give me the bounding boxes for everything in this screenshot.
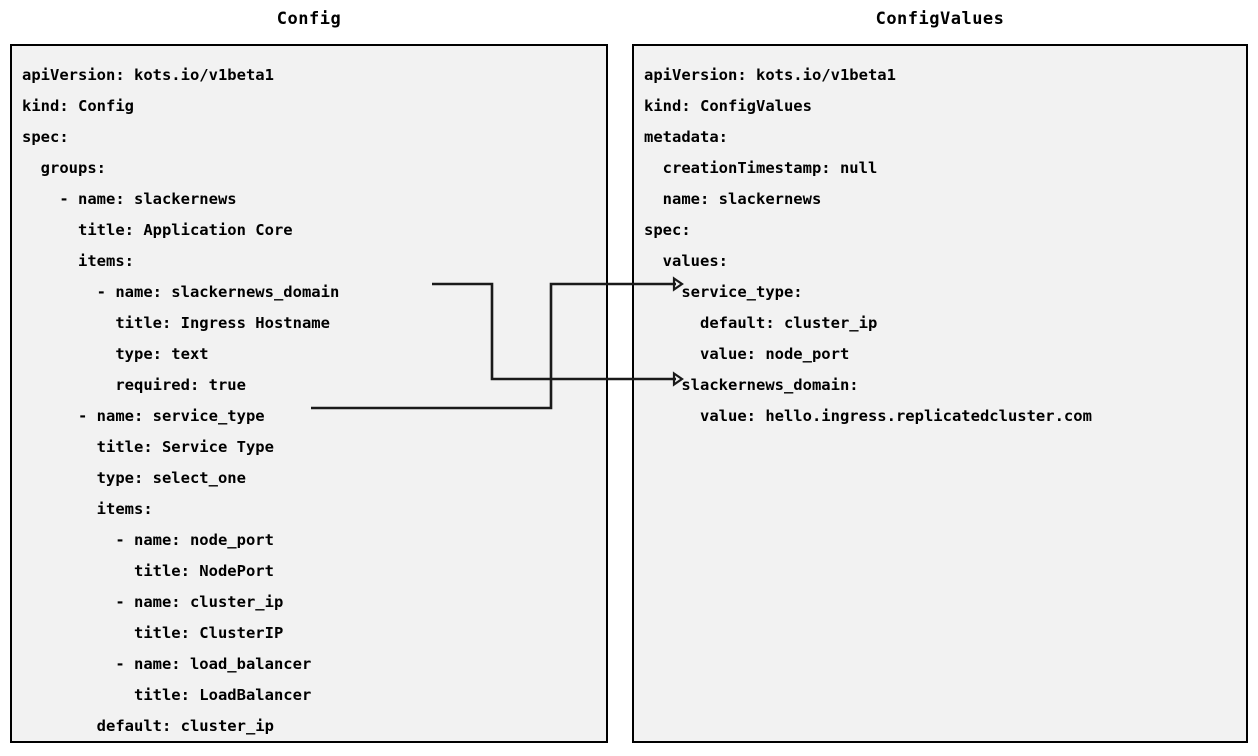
configvalues-panel: apiVersion: kots.io/v1beta1 kind: ConfigV… — [632, 44, 1248, 743]
config-yaml-line: items: — [22, 500, 153, 518]
configvalues-yaml-block: apiVersion: kots.io/v1beta1 kind: ConfigV… — [644, 60, 1240, 432]
configvalues-yaml-line: default: cluster_ip — [644, 314, 878, 332]
config-yaml-line: title: LoadBalancer — [22, 686, 312, 704]
configvalues-yaml-line: spec: — [644, 221, 691, 239]
configvalues-yaml-line: kind: ConfigValues — [644, 97, 812, 115]
config-yaml-line: title: Application Core — [22, 221, 293, 239]
config-yaml-line: - name: slackernews — [22, 190, 237, 208]
config-yaml-line: - name: node_port — [22, 531, 274, 549]
configvalues-yaml-line: value: hello.ingress.replicatedcluster.c… — [644, 407, 1092, 425]
configvalues-yaml-line: slackernews_domain: — [644, 376, 859, 394]
config-yaml-line: spec: — [22, 128, 69, 146]
config-yaml-line: apiVersion: kots.io/v1beta1 — [22, 66, 274, 84]
config-yaml-line: title: Ingress Hostname — [22, 314, 330, 332]
configvalues-yaml-line: creationTimestamp: null — [644, 159, 878, 177]
config-yaml-block: apiVersion: kots.io/v1beta1 kind: Config s… — [22, 60, 600, 742]
config-yaml-line: title: Service Type — [22, 438, 274, 456]
configvalues-panel-title: ConfigValues — [875, 9, 1005, 29]
config-yaml-line: default: cluster_ip — [22, 717, 274, 735]
config-yaml-line: - name: slackernews_domain — [22, 283, 340, 301]
configvalues-yaml-line: service_type: — [644, 283, 803, 301]
config-yaml-line: title: ClusterIP — [22, 624, 284, 642]
config-yaml-line: type: select_one — [22, 469, 246, 487]
config-yaml-line: groups: — [22, 159, 106, 177]
config-yaml-line: title: NodePort — [22, 562, 274, 580]
config-yaml-line: items: — [22, 252, 134, 270]
config-panel: apiVersion: kots.io/v1beta1 kind: Config s… — [10, 44, 608, 743]
configvalues-yaml-line: apiVersion: kots.io/v1beta1 — [644, 66, 896, 84]
config-yaml-line: - name: load_balancer — [22, 655, 312, 673]
config-yaml-line: - name: cluster_ip — [22, 593, 284, 611]
configvalues-yaml-line: metadata: — [644, 128, 728, 146]
config-yaml-line: required: true — [22, 376, 246, 394]
configvalues-yaml-line: values: — [644, 252, 728, 270]
config-yaml-line: - name: service_type — [22, 407, 265, 425]
configvalues-yaml-line: value: node_port — [644, 345, 850, 363]
config-yaml-line: type: text — [22, 345, 209, 363]
config-panel-title: Config — [276, 9, 342, 29]
configvalues-yaml-line: name: slackernews — [644, 190, 822, 208]
config-yaml-line: kind: Config — [22, 97, 134, 115]
